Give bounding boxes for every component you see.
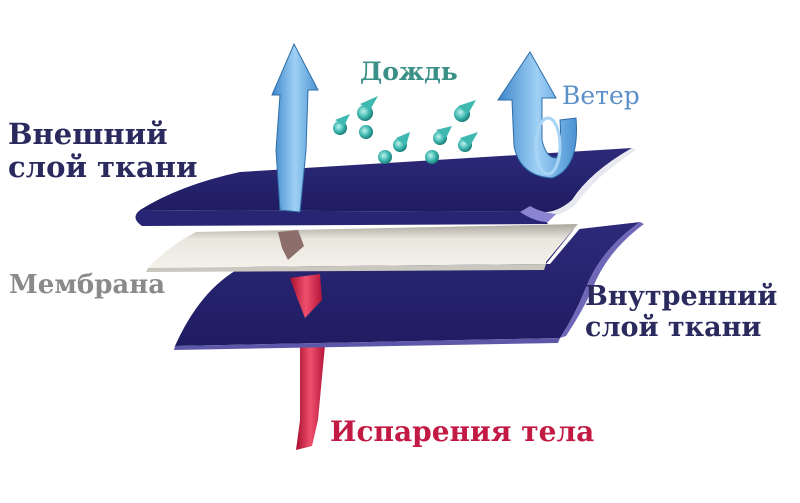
- body-vapor-label: Испарения тела: [330, 415, 595, 448]
- rain-label: Дождь: [360, 57, 458, 86]
- vapor-arrow-mid: [290, 274, 322, 318]
- membrane-label: Мембрана: [9, 270, 166, 300]
- outer-layer-label: Внешний слой ткани: [8, 117, 198, 185]
- vapor-arrow-transition: [278, 230, 304, 260]
- vapor-arrow-tail: [296, 345, 325, 450]
- rain-drops: [333, 96, 478, 164]
- wind-label: Ветер: [562, 81, 640, 110]
- inner-layer-label: Внутренний слой ткани: [585, 281, 777, 343]
- inner-layer-label-line1: Внутренний: [585, 281, 778, 312]
- membrane-layer: [146, 224, 582, 272]
- outer-layer-label-line1: Внешний: [8, 117, 168, 151]
- outer-layer-label-line2: слой ткани: [8, 150, 198, 185]
- inner-layer-label-line2: слой ткани: [585, 312, 762, 344]
- vapor-out-arrow: [271, 42, 319, 213]
- wind-arrow: [497, 51, 577, 179]
- outer-fabric-layer: [135, 148, 636, 226]
